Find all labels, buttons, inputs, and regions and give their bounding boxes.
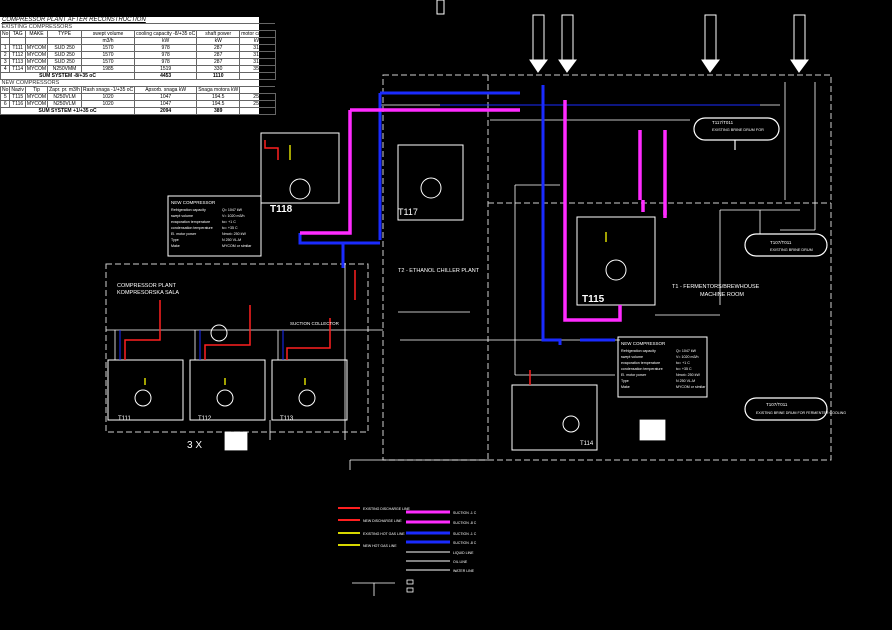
label-t117: T117 [398,207,418,217]
info-right-title: NEW COMPRESSOR [621,341,666,346]
legend-right-item: SUCTION -1 C [453,511,477,515]
info-left-value: V= 1020 m3/h [222,214,244,218]
legend-right-item: SUCTION -1 C [453,532,477,536]
label-tag-t117b-desc: EXISTING BRINE DRUM [770,248,813,252]
legend-right-item: OIL LINE [453,560,468,564]
label-t113: T113 [280,416,294,422]
label-tag-t107-desc: EXISTING BRINE DRUM FOR FERMENTER COOLIN… [756,411,846,415]
label-kompresorska-sala: KOMPRESORSKA SALA [117,290,179,296]
diagram-text: T118 T117 T115 T111 T112 T113 T114 T2 - … [117,120,846,451]
compressor-table: COMPRESSOR PLANT AFTER RECONSTRUCTION EX… [0,17,276,115]
label-t1-room: MACHINE ROOM [700,292,744,298]
legend-left-item: EXISTING HOT GAS LINE [363,532,405,536]
legend-right-item: SUCTION -8 C [453,541,477,545]
bottom-symbols [224,419,666,596]
red-discharge-lines [124,140,531,385]
label-t115: T115 [582,294,605,305]
info-right-line: condensation temperature [621,367,663,371]
legend-left-labels: EXISTING DISCHARGE LINE NEW DISCHARGE LIN… [363,507,411,548]
inlet-arrows [436,0,809,73]
yellow-hotgas-lines [144,145,607,385]
info-left-value: to= +1 C [222,220,236,224]
info-right-line: Make [621,385,630,389]
info-right-line: evaporation temperature [621,361,660,365]
info-left-value: tc= +35 C [222,226,238,230]
legend-right-item: WATER LINE [453,569,475,573]
legend-samples [338,507,450,571]
legend-left-item: NEW HOT GAS LINE [363,544,397,548]
label-suction-collector: SUCTION COLLECTOR [290,321,340,326]
info-left-value: Nmot= 250 kW [222,232,246,236]
label-t118: T118 [270,204,293,215]
legend-left-item: NEW DISCHARGE LINE [363,519,402,523]
label-t111: T111 [118,416,131,422]
info-left-line: El. motor power [171,232,197,236]
legend-right-item: LIQUID LINE [453,551,474,555]
label-t114: T114 [580,441,594,447]
label-t2-plant: T2 - ETHANOL CHILLER PLANT [398,268,480,274]
info-right-line: Refrigeration capacity [621,349,656,353]
info-left-line: condensation temperature [171,226,213,230]
label-3x: 3 X [187,440,202,451]
info-right-value: MYCOM or similar [676,385,706,389]
info-right-value: Nmot= 250 kW [676,373,700,377]
magenta-suction-lines [300,100,667,322]
compressor-boxes [107,132,708,451]
info-right-value: V= 1020 m3/h [676,355,698,359]
info-left-line: Type [171,238,179,242]
info-right-value: Q= 1047 kW [676,349,697,353]
blue-thin-lines [119,104,760,360]
label-tag-t117a-desc: EXISTING BRINE DRUM FOR [712,128,764,132]
info-left-line: Refrigeration capacity [171,208,206,212]
info-right-line: swept volume [621,355,643,359]
info-left-line: evaporation temperature [171,220,210,224]
label-t112: T112 [198,416,212,422]
info-box-left: NEW COMPRESSOR Refrigeration capacity Q= … [171,200,252,248]
table-cell-empty [239,107,276,115]
table-sum-cell: 2094 [134,107,198,115]
label-compressor-plant: COMPRESSOR PLANT [117,283,177,289]
info-left-line: swept volume [171,214,193,218]
label-tag-t107: T107/T011 [766,402,788,407]
info-box-right: NEW COMPRESSOR Refrigeration capacity Q= … [621,341,706,389]
legend-left-item: EXISTING DISCHARGE LINE [363,507,411,511]
table-sum-cell: 389 [196,107,241,115]
label-tag-t117a: T117/T011 [712,120,734,125]
legend-right-item: SUCTION -8 C [453,521,477,525]
label-t1-plant: T1 - FERMENTORS/BREWHOUSE [672,284,760,290]
brine-drums [693,117,828,421]
info-right-line: El. motor power [621,373,647,377]
info-right-value: to= +1 C [676,361,690,365]
info-left-value: MYCOM or similar [222,244,252,248]
legend-right-labels: SUCTION -1 C SUCTION -8 C SUCTION -1 C SUCT… [453,511,477,573]
info-right-value: N 250 VL-M [676,379,695,383]
info-left-value: N 250 VL-M [222,238,241,242]
info-right-line: Type [621,379,629,383]
label-tag-t117b: T107/T011 [770,240,792,245]
info-left-title: NEW COMPRESSOR [171,200,216,205]
info-right-value: tc= +35 C [676,367,692,371]
blue-suction-lines [298,85,615,345]
info-left-line: Make [171,244,180,248]
table-title: COMPRESSOR PLANT AFTER RECONSTRUCTION [2,17,146,23]
info-left-value: Q= 1047 kW [222,208,243,212]
